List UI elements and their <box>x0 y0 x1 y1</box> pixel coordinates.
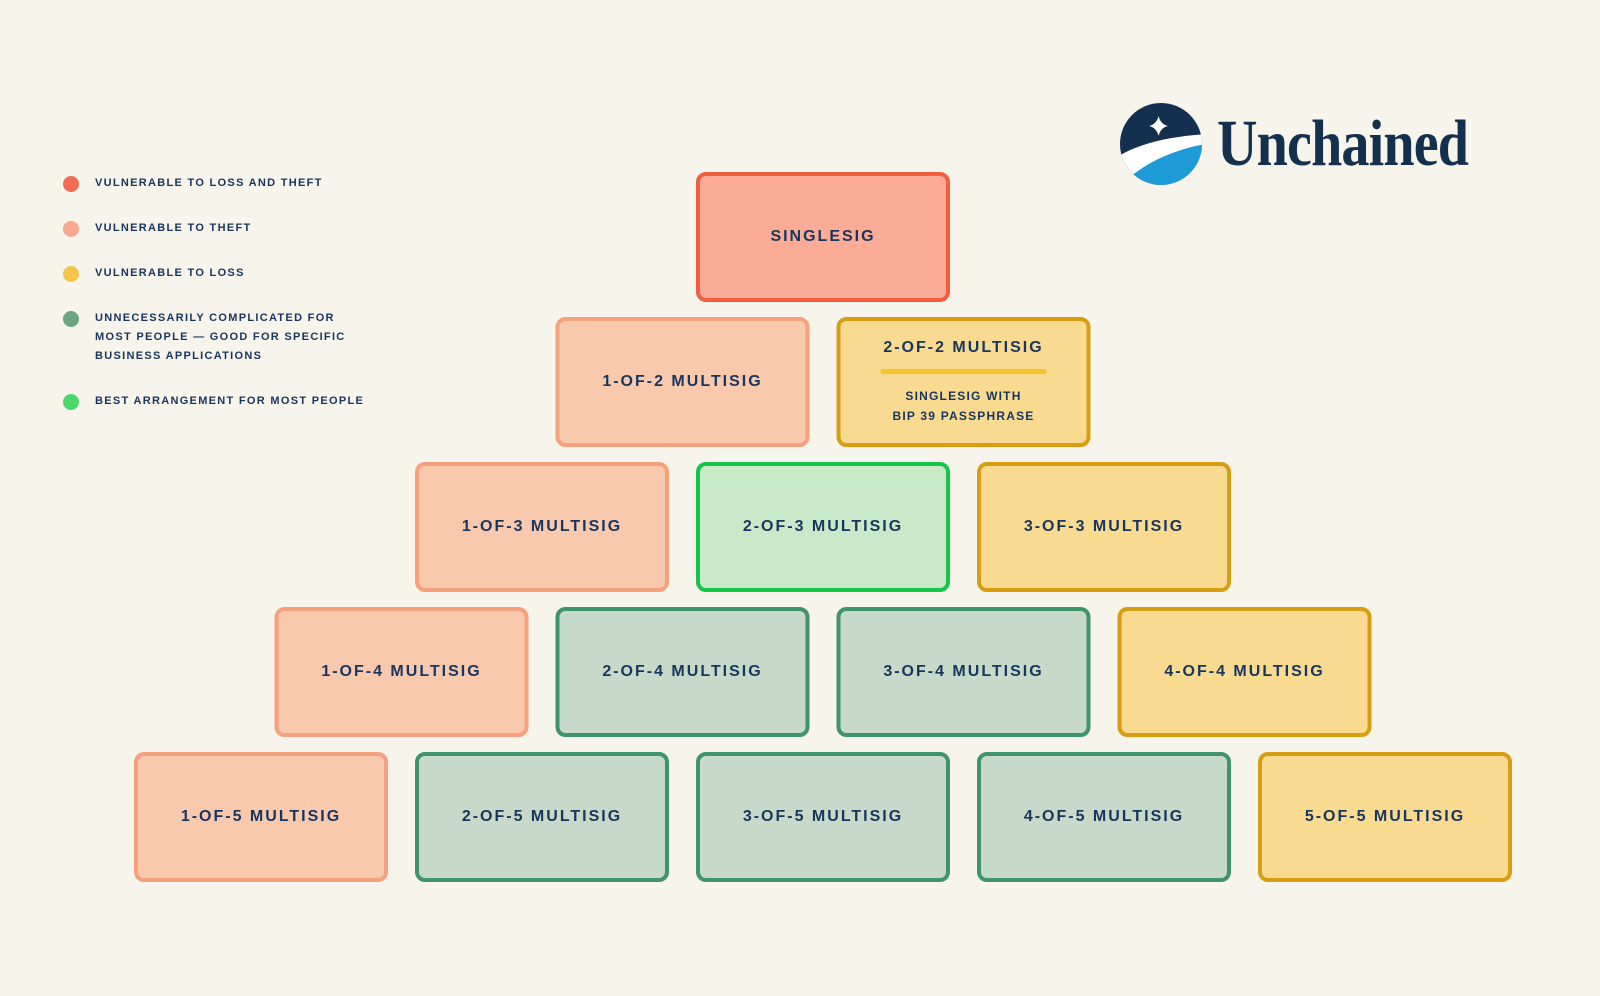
box-4-of-4-multisig: 4-OF-4 MULTISIG <box>1117 607 1372 737</box>
pyramid-row-4: 1-OF-4 MULTISIG 2-OF-4 MULTISIG 3-OF-4 M… <box>274 607 1372 737</box>
pyramid-row-1: SINGLESIG <box>696 172 950 302</box>
box-label: 2-OF-5 MULTISIG <box>461 808 623 826</box>
box-1-of-3-multisig: 1-OF-3 MULTISIG <box>415 462 669 592</box>
box-label: 3-OF-4 MULTISIG <box>883 663 1044 681</box>
box-label: 4-OF-4 MULTISIG <box>1164 663 1325 681</box>
box-label: 1-OF-4 MULTISIG <box>321 663 482 681</box>
box-2-of-2-multisig: 2-OF-2 MULTISIG SINGLESIG WITH BIP 39 PA… <box>836 317 1091 447</box>
box-4-of-5-multisig: 4-OF-5 MULTISIG <box>977 752 1231 882</box>
legend-item-label: VULNERABLE TO LOSS AND THEFT <box>95 177 323 189</box>
box-label: 5-OF-5 MULTISIG <box>1304 808 1466 826</box>
box-sublabel: SINGLESIG WITH BIP 39 PASSPHRASE <box>893 386 1035 426</box>
legend-item-label: UNNECESSARILY COMPLICATED FOR MOST PEOPL… <box>95 312 346 362</box>
loss-and-theft-dot-icon <box>63 176 79 192</box>
box-label: 3-OF-3 MULTISIG <box>1023 518 1185 536</box>
legend-item-label: BEST ARRANGEMENT FOR MOST PEOPLE <box>95 395 365 407</box>
loss-dot-icon <box>63 266 79 282</box>
legend-item-label: VULNERABLE TO THEFT <box>95 222 252 234</box>
legend-item-theft: VULNERABLE TO THEFT <box>63 219 393 238</box>
legend-item-best: BEST ARRANGEMENT FOR MOST PEOPLE <box>63 392 393 411</box>
pyramid-row-5: 1-OF-5 MULTISIG 2-OF-5 MULTISIG 3-OF-5 M… <box>134 752 1512 882</box>
pyramid-row-3: 1-OF-3 MULTISIG 2-OF-3 MULTISIG 3-OF-3 M… <box>415 462 1231 592</box>
box-label: 3-OF-5 MULTISIG <box>742 808 904 826</box>
box-label: 1-OF-5 MULTISIG <box>180 808 342 826</box>
box-2-of-4-multisig: 2-OF-4 MULTISIG <box>555 607 810 737</box>
legend-item-loss: VULNERABLE TO LOSS <box>63 264 393 283</box>
box-singlesig: SINGLESIG <box>696 172 950 302</box>
box-3-of-5-multisig: 3-OF-5 MULTISIG <box>696 752 950 882</box>
box-sublabel-line: SINGLESIG WITH <box>905 388 1022 403</box>
box-label: 1-OF-2 MULTISIG <box>602 373 763 391</box>
box-label: 4-OF-5 MULTISIG <box>1023 808 1185 826</box>
box-label: 2-OF-3 MULTISIG <box>742 518 904 536</box>
legend-item-label: VULNERABLE TO LOSS <box>95 267 245 279</box>
box-1-of-4-multisig: 1-OF-4 MULTISIG <box>274 607 529 737</box>
box-label: 2-OF-4 MULTISIG <box>602 663 763 681</box>
legend-item-loss-and-theft: VULNERABLE TO LOSS AND THEFT <box>63 174 393 193</box>
box-1-of-2-multisig: 1-OF-2 MULTISIG <box>555 317 810 447</box>
unchained-wordmark: Unchained <box>1217 107 1469 180</box>
box-5-of-5-multisig: 5-OF-5 MULTISIG <box>1258 752 1512 882</box>
complicated-dot-icon <box>63 311 79 327</box>
legend: VULNERABLE TO LOSS AND THEFT VULNERABLE … <box>63 174 393 437</box>
legend-item-complicated: UNNECESSARILY COMPLICATED FOR MOST PEOPL… <box>63 309 393 366</box>
unchained-logo: Unchained <box>1120 103 1512 185</box>
box-3-of-3-multisig: 3-OF-3 MULTISIG <box>977 462 1231 592</box>
box-label: SINGLESIG <box>770 228 876 246</box>
box-label: 1-OF-3 MULTISIG <box>461 518 623 536</box>
best-dot-icon <box>63 394 79 410</box>
box-1-of-5-multisig: 1-OF-5 MULTISIG <box>134 752 388 882</box>
pyramid-row-2: 1-OF-2 MULTISIG 2-OF-2 MULTISIG SINGLESI… <box>555 317 1091 447</box>
divider <box>880 368 1047 374</box>
box-3-of-4-multisig: 3-OF-4 MULTISIG <box>836 607 1091 737</box>
theft-dot-icon <box>63 221 79 237</box>
box-sublabel-line: BIP 39 PASSPHRASE <box>892 408 1035 423</box>
box-2-of-3-multisig: 2-OF-3 MULTISIG <box>696 462 950 592</box>
box-label: 2-OF-2 MULTISIG <box>883 339 1044 357</box>
unchained-globe-icon <box>1120 103 1202 185</box>
box-2-of-5-multisig: 2-OF-5 MULTISIG <box>415 752 669 882</box>
